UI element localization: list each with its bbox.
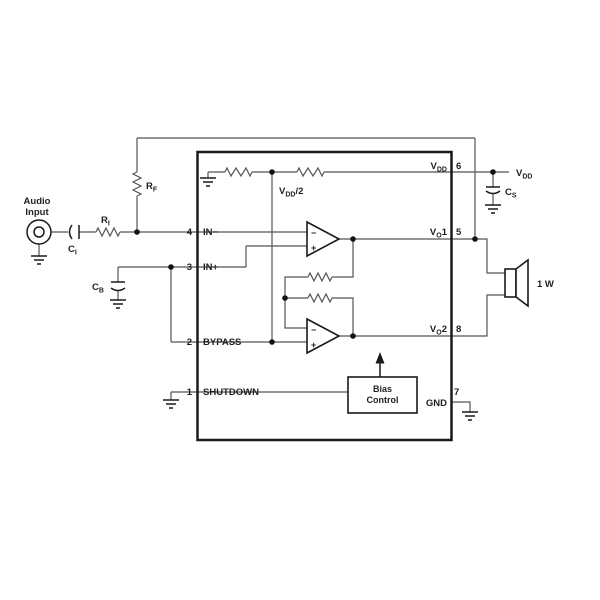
bias-control-block: Bias Control <box>347 352 418 414</box>
ground-symbol-divider <box>199 177 217 187</box>
audio-input-label-line2: Input <box>25 207 49 218</box>
opamp2-noninverting-symbol: + <box>311 340 316 350</box>
ic-outline <box>196 150 453 442</box>
resistor-feedback-1 <box>307 271 333 283</box>
pin4-label: IN− <box>203 227 219 238</box>
pin3-number: 3 <box>187 262 192 273</box>
pin5-label: VO1 <box>430 227 448 240</box>
resistor-rf <box>131 171 143 197</box>
resistors <box>95 166 333 304</box>
capacitor-cs <box>485 186 501 195</box>
pin8-number: 8 <box>456 324 461 335</box>
audio-input-jack <box>26 219 52 245</box>
capacitor-cb <box>110 281 126 292</box>
pin7-label: GND <box>426 398 447 409</box>
opamp2-inverting-symbol: − <box>311 325 316 335</box>
resistor-divider-left <box>224 166 253 178</box>
bias-label-line1: Bias <box>373 384 392 394</box>
rf-label: RF <box>146 181 158 194</box>
vdd-supply-label: VDD <box>516 168 532 181</box>
bias-arrow-icon <box>375 352 385 364</box>
cb-label: CB <box>92 282 104 295</box>
speaker-power-label: 1 W <box>537 279 554 290</box>
ground-symbol-cs <box>484 204 502 214</box>
ground-symbol-cb <box>109 299 127 309</box>
resistor-divider-right <box>296 166 325 178</box>
audio-input-label-line1: Audio <box>24 196 51 207</box>
pin6-number: 6 <box>456 161 461 172</box>
pin2-number: 2 <box>187 337 192 348</box>
circuit-wires <box>38 137 509 412</box>
opamp1-inverting-symbol: − <box>311 228 316 238</box>
pin5-number: 5 <box>456 227 462 238</box>
pin1-number: 1 <box>187 387 193 398</box>
capacitors <box>68 186 501 292</box>
junction-dots <box>134 169 496 345</box>
pin1-label: SHUTDOWN <box>203 387 259 398</box>
bias-label-line2: Control <box>367 395 399 405</box>
opamp-1: − + <box>306 220 341 258</box>
pin7-number: 7 <box>454 387 459 398</box>
resistor-feedback-2 <box>307 292 333 304</box>
pin2-label: BYPASS <box>203 337 241 348</box>
vdd-half-label: VDD/2 <box>279 186 303 199</box>
pin6-label: VDD <box>431 161 447 174</box>
ground-symbol-shutdown <box>162 399 180 409</box>
opamp-2: − + <box>306 317 341 355</box>
cs-label: CS <box>505 187 517 200</box>
capacitor-ci <box>68 224 80 240</box>
ri-label: RI <box>101 215 110 228</box>
ci-label: CI <box>68 244 77 257</box>
pin4-number: 4 <box>187 227 193 238</box>
resistor-ri <box>95 226 121 238</box>
opamp1-noninverting-symbol: + <box>311 243 316 253</box>
pin8-label: VO2 <box>430 324 447 337</box>
ground-symbol-input <box>30 255 48 265</box>
pin3-label: IN+ <box>203 262 219 273</box>
ground-symbol-gnd-pin <box>461 411 479 421</box>
speaker-icon <box>504 258 529 308</box>
